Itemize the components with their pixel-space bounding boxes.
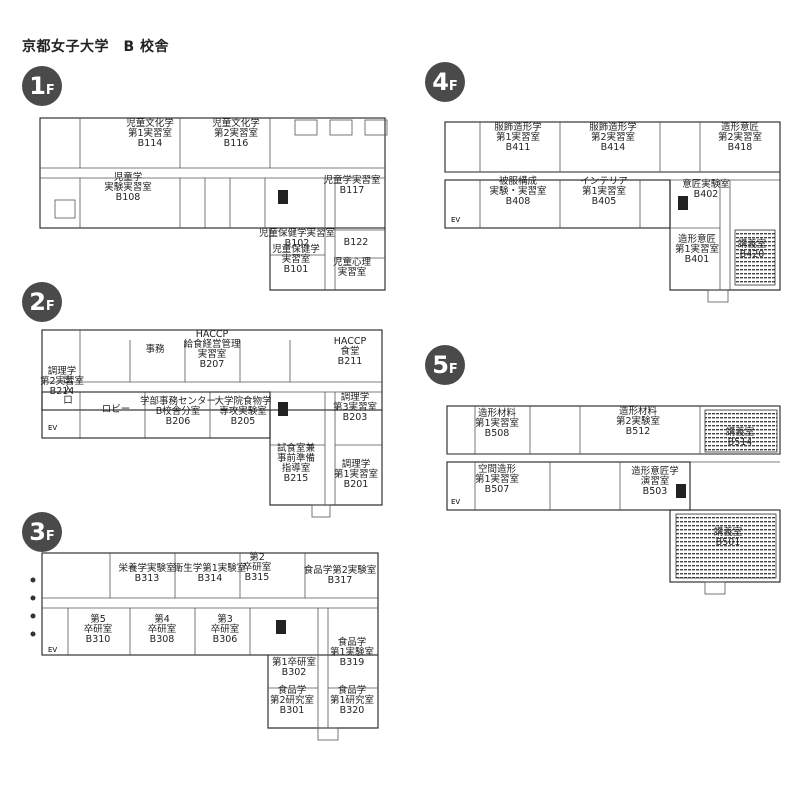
floor-badge-4f: 4F (425, 62, 465, 102)
floor-4f-plan (444, 121, 781, 303)
elevator-label-2: EV (451, 216, 460, 224)
floor-badge-5f: 5F (425, 345, 465, 385)
restroom-icon (678, 196, 688, 210)
room-label-1f-5: B122 (344, 237, 369, 248)
floor-badge-3f: 3F (22, 512, 62, 552)
floor-badge-1f: 1F (22, 66, 62, 106)
restroom-icon (276, 620, 286, 634)
restroom-icon (676, 484, 686, 498)
elevator-label-3: EV (451, 498, 460, 506)
lecture-seats-b514 (704, 409, 778, 453)
floor-badge-2f: 2F (22, 282, 62, 322)
page-title: 京都女子大学 B 校舎 (22, 39, 170, 55)
floor-2f-plan (41, 329, 383, 518)
room-label-1f-7: 児童心理実習室 (333, 256, 372, 278)
floor-3f-plan (30, 552, 379, 741)
room-label-2f-0: 事務 (145, 343, 165, 355)
restroom-icon (278, 190, 288, 204)
floor-1f-plan (39, 117, 388, 291)
restroom-icon (278, 402, 288, 416)
elevator-label-1: EV (48, 646, 57, 654)
room-label-2f-4: 出入口 (63, 374, 73, 406)
elevator-label-0: EV (48, 424, 57, 432)
room-label-2f-5: ロビー (102, 404, 131, 415)
floor-5f-plan (446, 405, 781, 595)
lecture-seats-b501 (675, 513, 777, 579)
lecture-seats (734, 229, 776, 286)
